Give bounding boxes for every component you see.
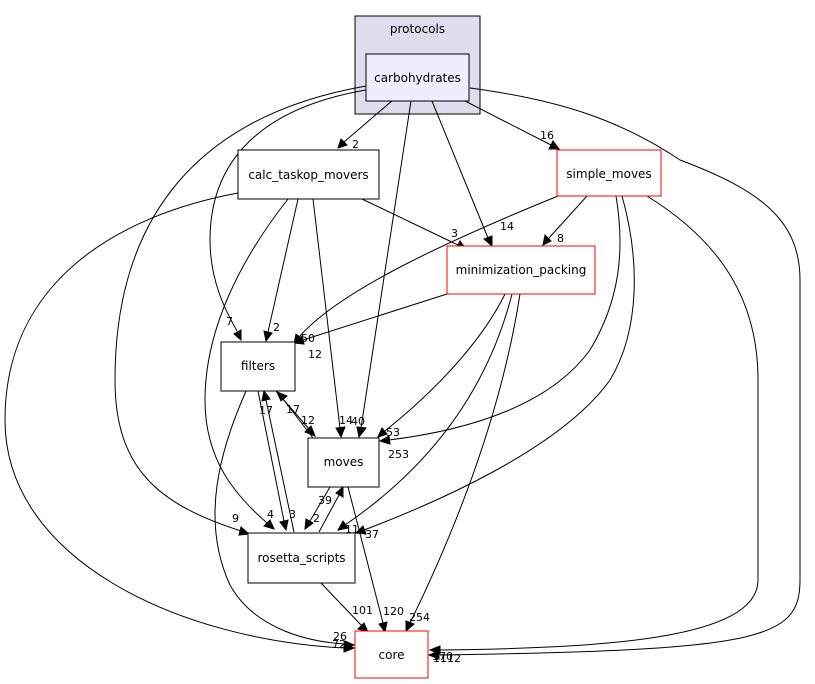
edge-calc-taskop-movers-minimization-packing: 3 bbox=[361, 198, 467, 250]
edge-rosetta-scripts-filters: 17 bbox=[259, 389, 295, 533]
edge-label: 120 bbox=[383, 605, 404, 618]
node-carbohydrates[interactable]: carbohydrates bbox=[365, 53, 470, 102]
edge-label: 12 bbox=[301, 414, 315, 427]
node-moves[interactable]: moves bbox=[307, 437, 380, 488]
edge-label: 2 bbox=[273, 321, 280, 334]
node-simple-moves-box bbox=[556, 149, 662, 197]
edge-label: 4 bbox=[267, 508, 274, 521]
cluster-protocols-label: protocols bbox=[390, 22, 445, 36]
edge-label: 8 bbox=[557, 232, 564, 245]
node-rosetta-scripts-label: rosetta_scripts bbox=[257, 551, 345, 565]
edge-label: 17 bbox=[259, 404, 273, 417]
node-minimization-packing[interactable]: minimization_packing bbox=[446, 245, 596, 295]
edge-moves-core: 120 bbox=[347, 486, 404, 634]
node-calc-taskop-movers-label: calc_taskop_movers bbox=[248, 168, 368, 182]
node-rosetta-scripts-box bbox=[247, 532, 356, 584]
node-simple-moves-label: simple_moves bbox=[566, 167, 651, 181]
edge-calc-taskop-movers-moves: 14 bbox=[312, 198, 353, 439]
node-core[interactable]: core bbox=[354, 630, 429, 679]
edge-calc-taskop-movers-filters: 2 bbox=[263, 198, 299, 343]
edge-label: 39 bbox=[318, 494, 332, 507]
edge-simple-moves-minimization-packing: 8 bbox=[542, 195, 588, 246]
node-moves-box bbox=[307, 437, 380, 488]
edge-label: 40 bbox=[351, 415, 365, 428]
node-core-label: core bbox=[379, 648, 405, 662]
edge-moves-filters: 17 bbox=[276, 391, 314, 439]
edge-carbohydrates-calc-taskop-movers: 2 bbox=[337, 99, 394, 151]
edge-label: 9 bbox=[232, 512, 239, 525]
edge-label: 101 bbox=[352, 604, 373, 617]
edge-label: 2 bbox=[352, 138, 359, 151]
edge-minimization-packing-core: 254 bbox=[405, 293, 521, 633]
edge-label: 16 bbox=[540, 129, 554, 142]
edge-moves-rosetta-scripts: 2 bbox=[304, 486, 331, 531]
edge-label: 17 bbox=[286, 403, 300, 416]
edge-minimization-packing-filters: 12 bbox=[292, 293, 448, 361]
node-core-box bbox=[354, 630, 429, 679]
edge-carbohydrates-filters: 7 bbox=[209, 89, 367, 342]
node-minimization-packing-label: minimization_packing bbox=[456, 263, 587, 277]
edge-label: 2 bbox=[313, 512, 320, 525]
node-filters-label: filters bbox=[241, 359, 275, 373]
edges: 2 16 14 40 7 9 bbox=[4, 85, 801, 665]
edge-label: 26 bbox=[333, 630, 347, 643]
edge-label: 72 bbox=[332, 638, 346, 651]
edge-label: 7 bbox=[226, 315, 233, 328]
node-filters[interactable]: filters bbox=[220, 341, 296, 392]
edge-label: 3 bbox=[289, 508, 296, 521]
edge-filters-core: 26 bbox=[214, 390, 356, 650]
edge-label: 3 bbox=[451, 227, 458, 240]
edge-label: 14 bbox=[500, 220, 514, 233]
edge-calc-taskop-movers-core: 72 bbox=[4, 192, 356, 653]
node-filters-box bbox=[220, 341, 296, 392]
edge-filters-rosetta-scripts: 3 bbox=[257, 390, 296, 532]
node-calc-taskop-movers[interactable]: calc_taskop_movers bbox=[237, 149, 380, 200]
edge-simple-moves-core: 1112 bbox=[428, 195, 759, 665]
edge-carbohydrates-moves: 40 bbox=[351, 100, 412, 439]
edge-carbohydrates-simple-moves: 16 bbox=[464, 100, 560, 150]
edge-minimization-packing-rosetta-scripts: 11 bbox=[337, 293, 513, 536]
edge-simple-moves-rosetta-scripts: 37 bbox=[354, 195, 635, 541]
edge-minimization-packing-moves: 53 bbox=[377, 293, 506, 439]
edge-label: 1112 bbox=[433, 652, 461, 665]
node-moves-label: moves bbox=[324, 455, 364, 469]
edge-label: 253 bbox=[388, 448, 409, 461]
edge-label: 254 bbox=[409, 611, 430, 624]
edge-label: 14 bbox=[339, 414, 353, 427]
edge-rosetta-scripts-core: 101 bbox=[320, 582, 373, 633]
edge-carbohydrates-minimization-packing: 14 bbox=[431, 100, 514, 248]
node-calc-taskop-movers-box bbox=[237, 149, 380, 200]
node-carbohydrates-box bbox=[365, 53, 470, 102]
edge-label: 37 bbox=[365, 528, 379, 541]
edge-simple-moves-moves: 253 bbox=[378, 195, 621, 461]
node-rosetta-scripts[interactable]: rosetta_scripts bbox=[247, 532, 356, 584]
node-carbohydrates-label: carbohydrates bbox=[374, 71, 461, 85]
node-simple-moves[interactable]: simple_moves bbox=[556, 149, 662, 197]
edge-rosetta-scripts-moves: 39 bbox=[318, 485, 344, 533]
edge-label: 53 bbox=[386, 426, 400, 439]
edge-carbohydrates-rosetta-scripts: 9 bbox=[114, 85, 367, 536]
node-minimization-packing-box bbox=[446, 245, 596, 295]
edge-calc-taskop-movers-rosetta-scripts: 4 bbox=[204, 198, 289, 530]
edge-label: 12 bbox=[308, 348, 322, 361]
